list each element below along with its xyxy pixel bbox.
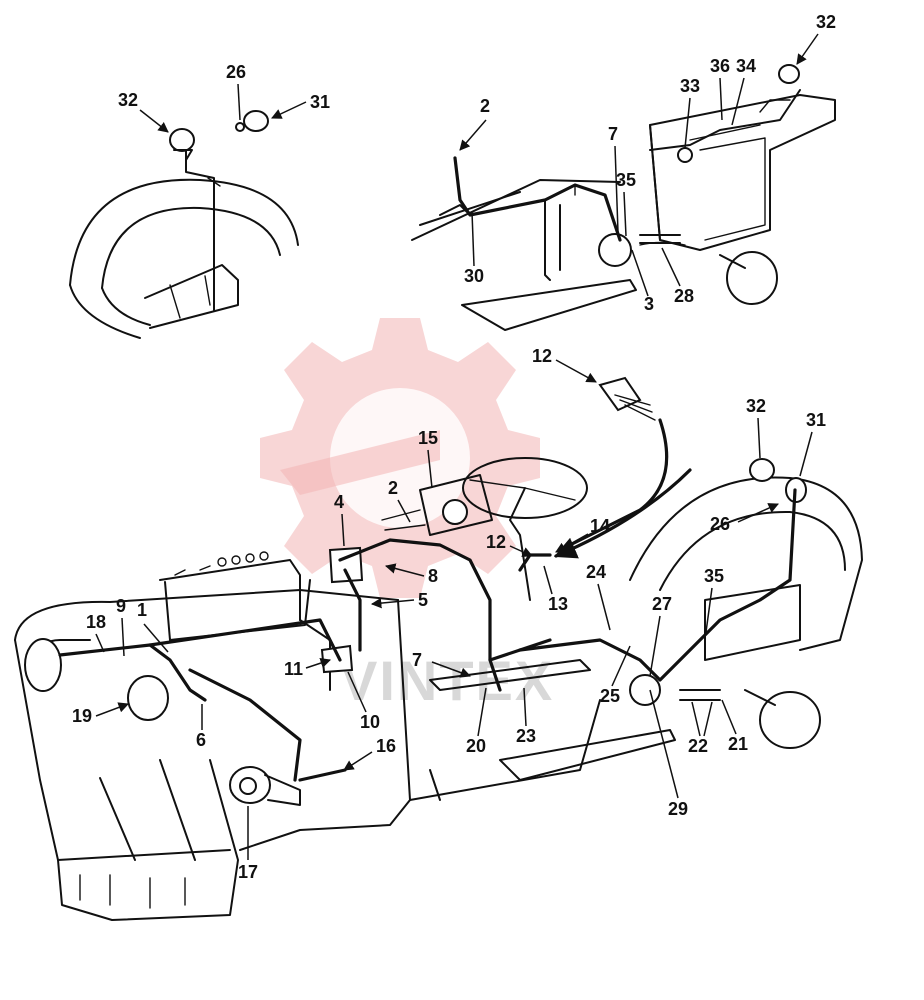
callout-31: 31 (310, 92, 330, 112)
callout-29: 29 (668, 799, 688, 819)
socket-26-top (235, 122, 245, 132)
callout-9: 9 (116, 596, 126, 616)
callout-14: 14 (590, 516, 610, 536)
callout-24: 24 (586, 562, 606, 582)
rear-axle-detail (411, 64, 836, 331)
callout-7: 7 (412, 650, 422, 670)
callout-25: 25 (600, 686, 620, 706)
callout-32: 32 (118, 90, 138, 110)
watermark-text: VINTEX (340, 649, 554, 712)
callout-31: 31 (806, 410, 826, 430)
callout-8: 8 (428, 566, 438, 586)
callout-4: 4 (334, 492, 344, 512)
headlight (127, 675, 169, 721)
bulb-31-top (243, 110, 269, 132)
callout-26: 26 (226, 62, 246, 82)
callout-21: 21 (728, 734, 748, 754)
callout-33: 33 (680, 76, 700, 96)
callout-34: 34 (736, 56, 756, 76)
callout-12: 12 (532, 346, 552, 366)
callout-13: 13 (548, 594, 568, 614)
callout-30: 30 (464, 266, 484, 286)
callout-27: 27 (652, 594, 672, 614)
callout-28: 28 (674, 286, 694, 306)
callout-19: 19 (72, 706, 92, 726)
callout-12: 12 (486, 532, 506, 552)
left-fender-detail (69, 110, 299, 339)
callout-11: 11 (284, 659, 303, 679)
tractor-body (14, 376, 863, 921)
callout-16: 16 (376, 736, 396, 756)
callouts: 32 26 31 2 7 35 33 36 34 32 30 3 28 12 1… (72, 12, 836, 882)
callout-17: 17 (238, 862, 258, 882)
callout-10: 10 (360, 712, 380, 732)
callout-7: 7 (608, 124, 618, 144)
callout-5: 5 (418, 590, 428, 610)
callout-1: 1 (137, 600, 147, 620)
callout-2: 2 (388, 478, 398, 498)
watermark-logo: VINTEX (260, 318, 554, 712)
callout-20: 20 (466, 736, 486, 756)
callout-23: 23 (516, 726, 536, 746)
callout-26: 26 (710, 514, 730, 534)
callout-22: 22 (688, 736, 708, 756)
callout-15: 15 (418, 428, 438, 448)
callout-6: 6 (196, 730, 206, 750)
callout-35: 35 (704, 566, 724, 586)
callout-32: 32 (816, 12, 836, 32)
callout-18: 18 (86, 612, 106, 632)
callout-35: 35 (616, 170, 636, 190)
callout-3: 3 (644, 294, 654, 314)
callout-32: 32 (746, 396, 766, 416)
callout-2: 2 (480, 96, 490, 116)
left-lamp (169, 128, 195, 152)
callout-36: 36 (710, 56, 730, 76)
